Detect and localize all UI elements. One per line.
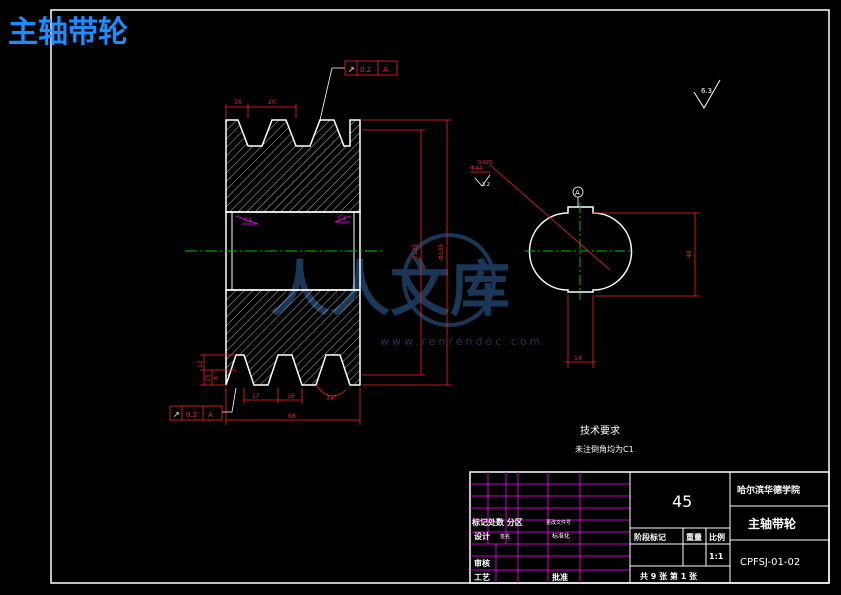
datum-label: A	[575, 189, 580, 197]
tol-bottom-datum: A	[208, 411, 213, 419]
chamfer-left-label: C1	[244, 217, 252, 224]
surface-finish-value: 6.3	[701, 87, 712, 95]
tb-change-doc: 更改文件号	[546, 519, 571, 526]
dim-left-8: 8	[213, 376, 220, 380]
bottom-dimensions	[225, 384, 361, 425]
tol-top-datum: A	[383, 66, 388, 74]
tb-process: 工艺	[474, 572, 490, 582]
tb-review: 审核	[474, 558, 490, 568]
tb-sheet-info: 共 9 张 第 1 张	[640, 571, 698, 581]
left-dimensions	[200, 354, 236, 386]
tolerance-frame-top: ↗ 0.2 A	[319, 60, 398, 121]
tech-req-line1: 未注倒角均为C1	[575, 444, 634, 454]
dim-dia-inner: Φ125	[412, 244, 419, 260]
dim-top-20: 20	[268, 99, 276, 106]
tolerance-frame-bottom: ↗ 0.2 A	[169, 387, 237, 421]
page-title: 主轴带轮	[8, 15, 128, 50]
tb-drawing-no: CPFSJ-01-02	[740, 557, 800, 568]
surface-finish-symbol: 6.3	[693, 79, 721, 109]
dim-bottom-68: 68	[288, 413, 296, 420]
side-note-dim: Φ44	[470, 165, 483, 172]
title-block: 45 哈尔滨华德学院 主轴带轮 CPFSJ-01-02 标记处数 分区 更改文件…	[469, 471, 830, 584]
chamfer-right: C1	[334, 215, 351, 223]
tb-design: 设计	[474, 531, 490, 541]
tb-school: 哈尔滨华德学院	[737, 484, 800, 496]
dim-keyway-48: 48	[686, 250, 693, 258]
watermark-url: www.renrendoc.com	[380, 335, 543, 348]
dim-bottom-16: 16	[287, 393, 295, 400]
tech-requirements: 技术要求 未注倒角均为C1	[575, 424, 634, 454]
chamfer-left: C1	[235, 215, 259, 225]
tech-req-heading: 技术要求	[580, 424, 620, 437]
pulley-section-view: C1 C1 16 20 ↗ 0.2 A	[169, 60, 452, 425]
chamfer-right-label: C1	[338, 215, 346, 222]
tb-material: 45	[672, 492, 692, 511]
tb-scale-label: 比例	[709, 532, 725, 542]
dim-keyway-14: 14	[574, 355, 582, 362]
dim-left-15: 15	[205, 374, 212, 382]
tb-approve: 批准	[552, 572, 568, 582]
pulley-side-view: A Φ44 0.025 3.2 48 14	[470, 160, 700, 368]
tol-bottom-symbol: ↗	[173, 410, 180, 419]
tb-weight: 重量	[686, 532, 702, 542]
bore-outline	[528, 206, 633, 293]
tol-bottom-value: 0.2	[186, 411, 197, 419]
side-note-finish: 3.2	[482, 182, 490, 188]
top-dimensions	[225, 104, 297, 118]
drawing-border	[50, 9, 830, 584]
right-diameter-dims	[362, 119, 452, 386]
bore-leader	[489, 164, 611, 271]
tb-scale-value: 1:1	[709, 552, 724, 561]
keyway-dim-lines	[565, 212, 700, 368]
top-groove-section	[225, 119, 361, 213]
tb-stage-mark: 阶段标记	[634, 532, 666, 542]
dim-dia-outer: Φ135	[438, 244, 445, 260]
side-note-tol: 0.025	[478, 160, 492, 166]
dim-bottom-angle: 34°	[326, 395, 337, 402]
dim-top-16: 16	[234, 99, 242, 106]
bottom-groove-section	[225, 289, 361, 386]
tb-part-name: 主轴带轮	[748, 516, 797, 531]
dim-left-12: 12	[197, 360, 204, 368]
tb-row-headers: 标记处数 分区	[471, 517, 523, 527]
tb-standardize: 标准化	[552, 532, 570, 540]
tol-top-symbol: ↗	[348, 65, 355, 74]
tb-sign-date: 签名	[500, 533, 510, 540]
dim-bottom-17: 17	[252, 393, 260, 400]
tol-top-value: 0.2	[360, 66, 371, 74]
